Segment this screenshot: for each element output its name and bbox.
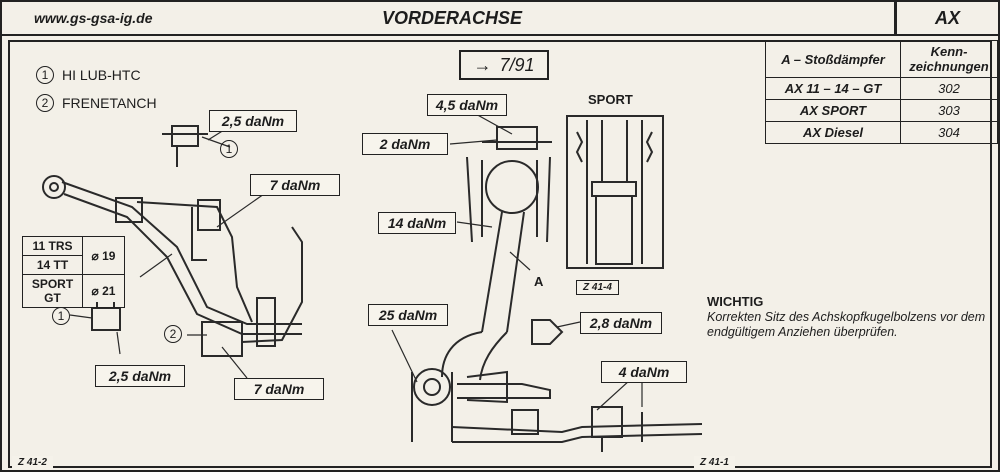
- table-row: SPORT GT ⌀ 21: [22, 274, 125, 308]
- site-url[interactable]: www.gs-gsa-ig.de: [34, 10, 153, 26]
- legend-item: 2 FRENETANCH: [36, 94, 157, 112]
- legend-text: HI LUB-HTC: [62, 67, 141, 83]
- anti-roll-bar-spec-table: 11 TRS ⌀ 19 14 TT SPORT GT ⌀ 21: [22, 236, 125, 308]
- spec-model: 14 TT: [22, 255, 83, 275]
- table-row: AX SPORT 303: [765, 99, 998, 122]
- callout-number: 1: [36, 66, 54, 84]
- cell-code: 304: [900, 121, 998, 144]
- sport-label: SPORT: [588, 92, 633, 107]
- arrow-icon: →: [473, 54, 492, 75]
- torque-label: 2,5 daNm: [95, 365, 185, 387]
- reference-value: 7/91: [499, 54, 535, 75]
- page-header: www.gs-gsa-ig.de VORDERACHSE AX: [2, 2, 998, 36]
- note-text: Korrekten Sitz des Achskopfkugelbolzens …: [707, 309, 986, 340]
- legend: 1 HI LUB-HTC 2 FRENETANCH: [36, 66, 157, 122]
- figure-ref: Z 41-2: [12, 456, 53, 469]
- table-row: AX 11 – 14 – GT 302: [765, 77, 998, 100]
- column-header: A – Stoßdämpfer: [765, 40, 901, 78]
- figure-ref: Z 41-4: [576, 280, 619, 295]
- page-reference: → 7/91: [459, 50, 549, 80]
- cell-model: AX SPORT: [765, 99, 901, 122]
- legend-item: 1 HI LUB-HTC: [36, 66, 157, 84]
- model-code: AX: [935, 8, 961, 28]
- table-row: 14 TT: [22, 255, 125, 275]
- torque-label: 2,8 daNm: [580, 312, 662, 334]
- table-row: AX Diesel 304: [765, 121, 998, 144]
- torque-label: 4 daNm: [601, 361, 687, 383]
- column-header: Kenn-zeichnungen: [900, 40, 998, 78]
- table-header-row: A – Stoßdämpfer Kenn-zeichnungen: [765, 40, 998, 78]
- spec-model: 11 TRS: [22, 236, 83, 256]
- callout-number: 2: [36, 94, 54, 112]
- spec-diameter: ⌀ 19: [82, 236, 125, 275]
- cell-model: AX 11 – 14 – GT: [765, 77, 901, 100]
- callout-number: 2: [164, 325, 182, 343]
- point-a-label: A: [534, 274, 544, 289]
- cell-code: 303: [900, 99, 998, 122]
- section-title: VORDERACHSE: [382, 8, 523, 28]
- torque-label: 25 daNm: [368, 304, 448, 326]
- torque-label: 7 daNm: [234, 378, 324, 400]
- important-note: WICHTIG Korrekten Sitz des Achskopfkugel…: [707, 294, 995, 340]
- torque-label: 2,5 daNm: [209, 110, 297, 132]
- spec-model: SPORT GT: [22, 274, 83, 308]
- torque-label: 2 daNm: [362, 133, 448, 155]
- header-divider: [894, 2, 897, 36]
- cell-model: AX Diesel: [765, 121, 901, 144]
- figure-ref: Z 41-1: [694, 456, 735, 469]
- torque-label: 14 daNm: [378, 212, 456, 234]
- table-row: 11 TRS ⌀ 19: [22, 236, 125, 275]
- note-title: WICHTIG: [707, 294, 764, 309]
- torque-label: 7 daNm: [250, 174, 340, 196]
- sport-shock-detail: [566, 115, 664, 269]
- cell-code: 302: [900, 77, 998, 100]
- legend-text: FRENETANCH: [62, 95, 157, 111]
- spec-diameter: ⌀ 21: [82, 274, 125, 308]
- callout-number: 1: [220, 140, 238, 158]
- shock-absorber-table: A – Stoßdämpfer Kenn-zeichnungen AX 11 –…: [765, 40, 998, 144]
- torque-label: 4,5 daNm: [427, 94, 507, 116]
- strut-drawing: [411, 126, 703, 452]
- diagram-frame: [8, 40, 992, 468]
- callout-number: 1: [52, 307, 70, 325]
